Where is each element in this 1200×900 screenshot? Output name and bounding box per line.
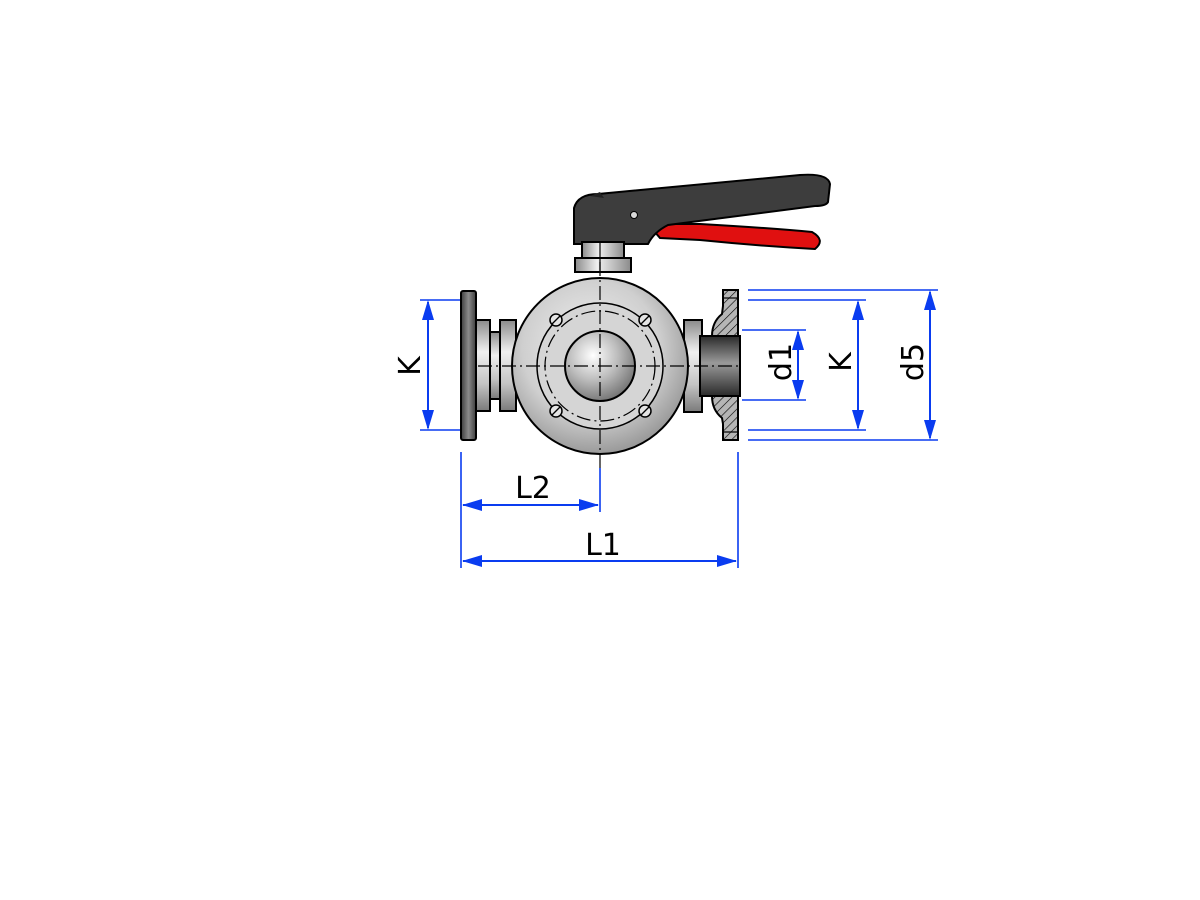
dim-l2	[460, 452, 601, 568]
bolt	[549, 404, 563, 418]
dark-lever	[573, 173, 832, 245]
handle-lever	[573, 173, 832, 251]
center-lines	[478, 262, 740, 468]
lever-pin	[630, 211, 638, 219]
red-lever	[645, 223, 821, 251]
dimensions: K L2 L1 d1 K d5	[393, 289, 938, 568]
label-l1: L1	[585, 528, 621, 563]
dim-k-right	[748, 299, 866, 431]
right-port	[683, 289, 741, 441]
stem-neck	[574, 241, 632, 273]
label-d1: d1	[764, 343, 799, 381]
right-flange-section-bottom	[710, 395, 739, 441]
dim-k-left	[420, 299, 460, 431]
bolt	[638, 404, 652, 418]
bolt	[638, 313, 652, 327]
right-flange-section-top	[710, 289, 739, 337]
label-k-left: K	[393, 355, 428, 376]
label-d5: d5	[896, 343, 931, 381]
bolts	[549, 313, 652, 418]
left-flange	[460, 290, 477, 441]
label-k-right: K	[824, 351, 859, 372]
bolt	[549, 313, 563, 327]
dim-d1	[742, 329, 806, 401]
label-l2: L2	[515, 471, 551, 506]
dim-l1	[462, 452, 739, 568]
dim-d5	[748, 289, 938, 441]
